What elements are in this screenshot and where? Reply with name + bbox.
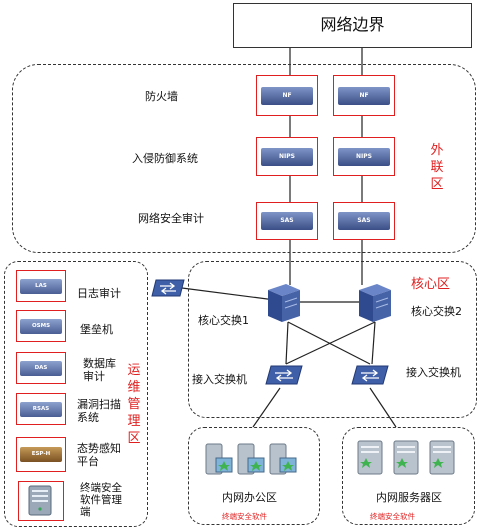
ips-device-1: NIPS bbox=[256, 137, 318, 176]
log-audit-icon: LAS bbox=[20, 278, 62, 294]
firewall-device-2: NF bbox=[333, 75, 395, 116]
bastion-device: OSMS bbox=[16, 310, 66, 342]
access-switch-left-label: 接入交换机 bbox=[192, 373, 247, 386]
access-switch-right-icon bbox=[351, 365, 389, 385]
log-audit-device: LAS bbox=[16, 270, 66, 302]
endpoint-mgmt-label: 终端安全 软件管理 端 bbox=[80, 482, 122, 518]
office-pcs-icon bbox=[205, 443, 297, 475]
endpoint-mgmt-device bbox=[18, 481, 64, 521]
db-audit-icon: DAS bbox=[20, 360, 62, 376]
access-switch-left-icon bbox=[265, 365, 303, 385]
firewall-icon: NF bbox=[338, 86, 390, 105]
firewall-label: 防火墙 bbox=[145, 90, 178, 103]
ops-zone-label: 运 维 管 理 区 bbox=[127, 363, 141, 446]
db-audit-device: DAS bbox=[16, 352, 66, 384]
core-zone-label: 核心区 bbox=[411, 277, 451, 292]
vuln-scan-label: 漏洞扫描 系统 bbox=[77, 398, 121, 424]
server-software-label: 终端安全软件 bbox=[370, 512, 415, 521]
office-software-label: 终端安全软件 bbox=[222, 512, 267, 521]
server-icon bbox=[28, 485, 52, 516]
situation-awareness-label: 态势感知 平台 bbox=[77, 442, 121, 468]
server-zone-label: 内网服务器区 bbox=[376, 491, 442, 504]
core-switch-2-icon bbox=[359, 284, 391, 322]
network-boundary: 网络边界 bbox=[233, 3, 472, 48]
vuln-scan-icon: RSAS bbox=[20, 401, 62, 417]
firewall-device-1: NF bbox=[256, 75, 318, 116]
core-switch-1-label: 核心交换1 bbox=[198, 314, 249, 327]
situation-awareness-icon: ESP-H bbox=[20, 447, 62, 462]
ips-icon: NIPS bbox=[261, 147, 313, 166]
bastion-label: 堡垒机 bbox=[80, 323, 113, 336]
core-switch-2-label: 核心交换2 bbox=[411, 305, 462, 318]
ips-icon: NIPS bbox=[338, 147, 390, 166]
audit-device-1: SAS bbox=[256, 202, 318, 240]
audit-label: 网络安全审计 bbox=[138, 212, 204, 225]
ops-switch-icon bbox=[151, 279, 185, 297]
audit-icon: SAS bbox=[338, 212, 390, 230]
db-audit-label: 数据库 审计 bbox=[83, 357, 116, 383]
situation-awareness-device: ESP-H bbox=[16, 437, 66, 472]
core-zone bbox=[188, 261, 477, 418]
bastion-icon: OSMS bbox=[20, 318, 62, 334]
office-zone bbox=[188, 427, 320, 525]
ips-device-2: NIPS bbox=[333, 137, 395, 176]
ips-label: 入侵防御系统 bbox=[132, 152, 198, 165]
audit-device-2: SAS bbox=[333, 202, 395, 240]
vuln-scan-device: RSAS bbox=[16, 393, 66, 425]
access-switch-right-label: 接入交换机 bbox=[406, 366, 461, 379]
server-rack-icon bbox=[357, 440, 455, 475]
office-zone-label: 内网办公区 bbox=[222, 491, 277, 504]
ops-zone bbox=[4, 261, 148, 527]
log-audit-label: 日志审计 bbox=[77, 287, 121, 300]
firewall-icon: NF bbox=[261, 86, 313, 105]
outer-zone-label: 外 联 区 bbox=[430, 143, 444, 192]
server-zone bbox=[342, 427, 475, 525]
outer-zone bbox=[12, 64, 476, 253]
audit-icon: SAS bbox=[261, 212, 313, 230]
core-switch-1-icon bbox=[268, 284, 300, 322]
